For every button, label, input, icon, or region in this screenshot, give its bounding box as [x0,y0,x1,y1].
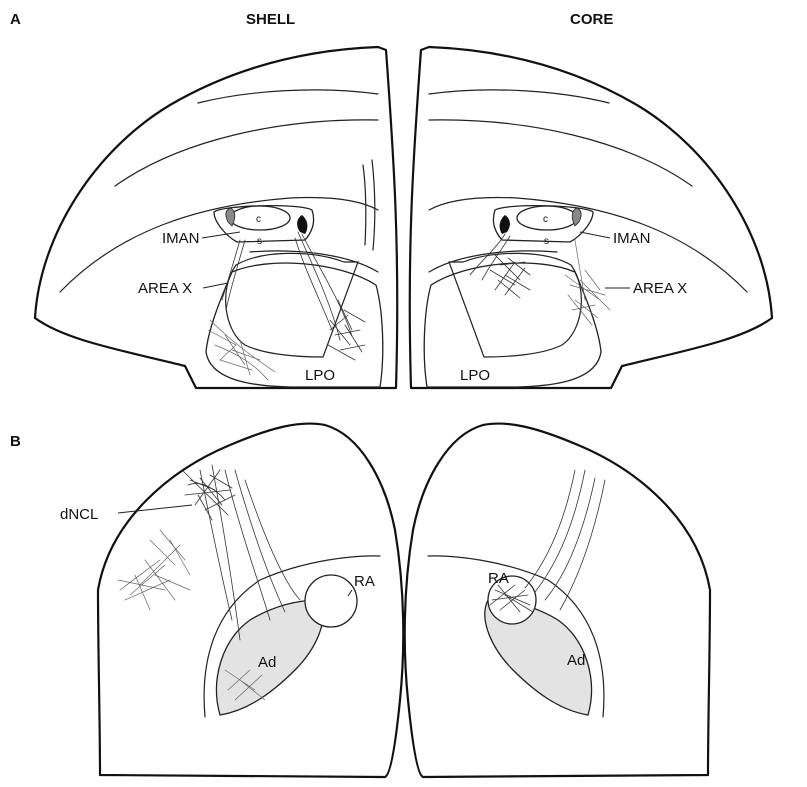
area-x-outline-a-left [206,263,383,387]
panel-a-shell: c s IMAN AREA X LPO [35,47,397,388]
header-shell: SHELL [246,11,295,28]
ra-nucleus-b-left [305,575,357,627]
label-s-a-left: s [257,236,262,247]
fibers-b-right [490,470,605,612]
leader-iman-a-right [580,232,610,238]
panel-b-core: RA Ad [405,424,710,777]
label-c-a-left: c [256,214,261,225]
label-lpo-a-right: LPO [460,367,490,384]
label-area-x-a-right: AREA X [633,280,687,297]
panel-b-letter: B [10,433,21,450]
lamina-a-left-2 [115,120,378,186]
label-ra-b-right: RA [488,570,509,587]
panel-b-shell: dNCL RA Ad [60,424,403,777]
label-c-a-right: c [543,214,548,225]
label-area-x-a-left: AREA X [138,280,192,297]
leader-area-x-a-left [203,283,228,288]
lamina-a-left-1 [198,90,378,103]
lamina-a-left-4 [363,165,366,245]
label-dncl-b-left: dNCL [60,506,98,523]
panel-a-letter: A [10,11,21,28]
lamina-a-right-1 [429,90,609,103]
label-iman-a-left: IMAN [162,230,200,247]
label-ad-b-left: Ad [258,654,276,671]
header-core: CORE [570,11,613,28]
label-ra-b-left: RA [354,573,375,590]
label-lpo-a-left: LPO [305,367,335,384]
brain-outline-b-right [405,424,710,777]
panel-a-core: c s IMAN AREA X LPO [410,47,772,388]
leader-dncl-b-left [118,505,192,513]
lamina-a-right-2 [429,120,692,186]
label-iman-a-right: IMAN [613,230,651,247]
label-ad-b-right: Ad [567,652,585,669]
lamina-a-left-5 [372,160,375,250]
label-s-a-right: s [544,236,549,247]
